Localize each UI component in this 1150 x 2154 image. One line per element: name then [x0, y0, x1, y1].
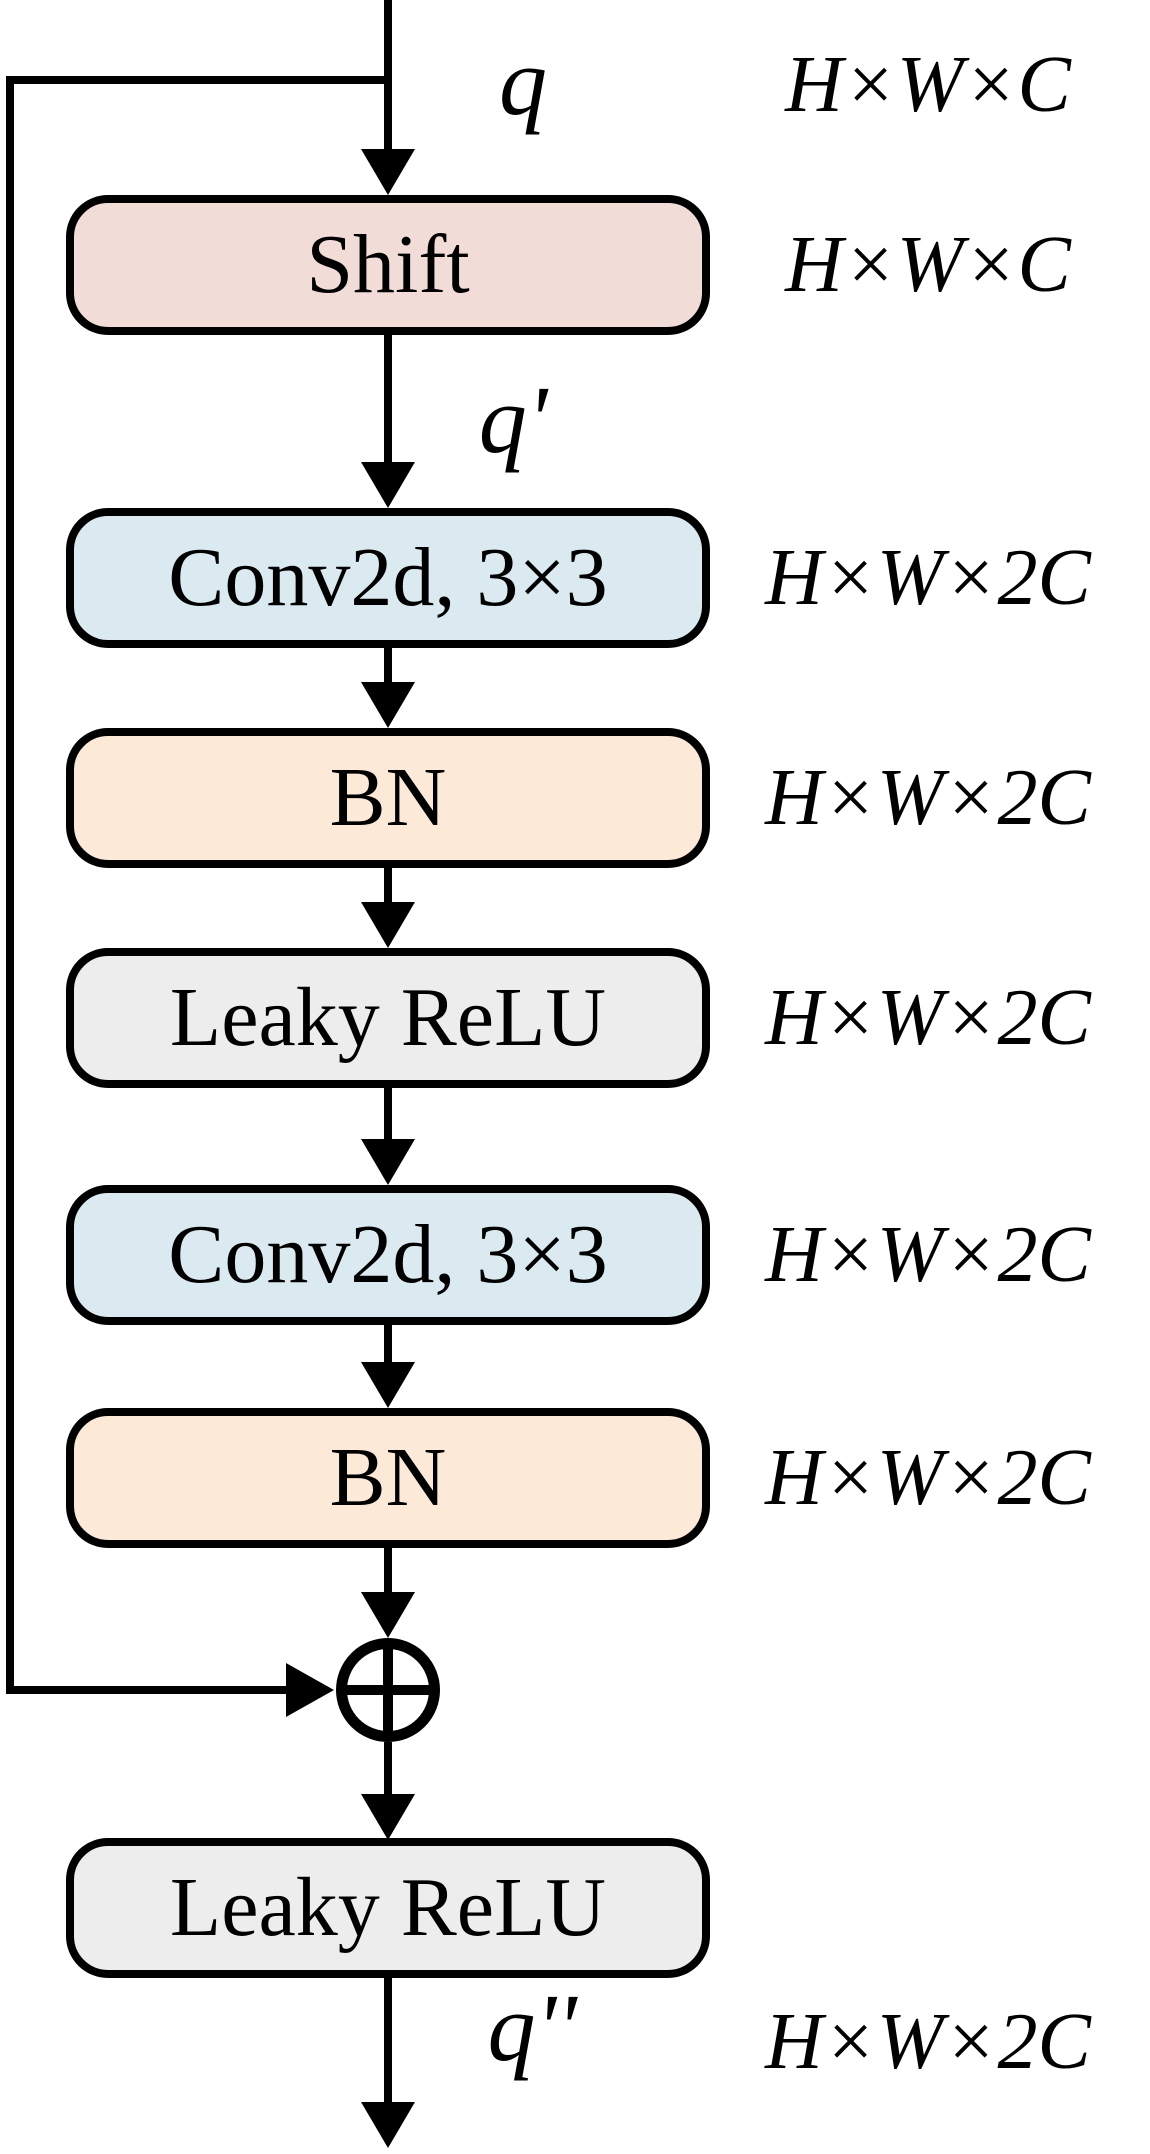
block-bn-2: BN [66, 1408, 710, 1548]
flow-line-conv1-to-bn1 [384, 648, 392, 684]
block-leaky-relu-2: Leaky ReLU [66, 1838, 710, 1978]
label-q-input: q [499, 28, 547, 135]
flow-line-lrelu1-to-conv2 [384, 1088, 392, 1142]
arrowhead-down-icon [361, 1362, 415, 1408]
block-conv2d-1: Conv2d, 3×3 [66, 508, 710, 648]
dim-label-lrelu1: H×W×2C [765, 974, 1091, 1062]
block-leaky-relu-1: Leaky ReLU [66, 948, 710, 1088]
dim-label-bn2: H×W×2C [765, 1434, 1091, 1522]
arrowhead-down-icon [361, 149, 415, 195]
arrowhead-right-icon [286, 1663, 334, 1717]
arrowhead-down-icon [361, 1139, 415, 1185]
dim-label-input: H×W×C [785, 41, 1071, 129]
arrowhead-down-icon [361, 462, 415, 508]
circle-plus-icon [336, 1638, 440, 1742]
arrowhead-down-icon [361, 902, 415, 948]
skip-connection-bottom-segment [6, 1686, 286, 1694]
dim-label-conv1: H×W×2C [765, 534, 1091, 622]
dim-label-bn1: H×W×2C [765, 754, 1091, 842]
flow-line-shift-to-conv1 [384, 335, 392, 463]
skip-connection-top-segment [6, 76, 388, 84]
arrowhead-down-icon [361, 1794, 415, 1840]
label-q-prime: q' [478, 366, 548, 473]
skip-connection-left-rail [6, 76, 14, 1694]
dim-label-shift: H×W×C [785, 221, 1071, 309]
block-shift: Shift [66, 195, 710, 335]
dim-label-output: H×W×2C [765, 1998, 1091, 2086]
arrowhead-down-icon [361, 682, 415, 728]
label-q-double-prime: q'' [487, 1974, 577, 2081]
arrowhead-down-icon [361, 1592, 415, 1638]
block-conv2d-2: Conv2d, 3×3 [66, 1185, 710, 1325]
block-bn-1: BN [66, 728, 710, 868]
flow-line-sum-to-lrelu2 [384, 1742, 392, 1798]
arrowhead-down-icon [361, 2102, 415, 2148]
flow-line-conv2-to-bn2 [384, 1325, 392, 1365]
flow-line-output [384, 1972, 392, 2104]
dim-label-conv2: H×W×2C [765, 1211, 1091, 1299]
flow-line-bn1-to-lrelu1 [384, 868, 392, 906]
flow-line-bn2-to-sum [384, 1548, 392, 1594]
flow-line-input [384, 0, 392, 152]
